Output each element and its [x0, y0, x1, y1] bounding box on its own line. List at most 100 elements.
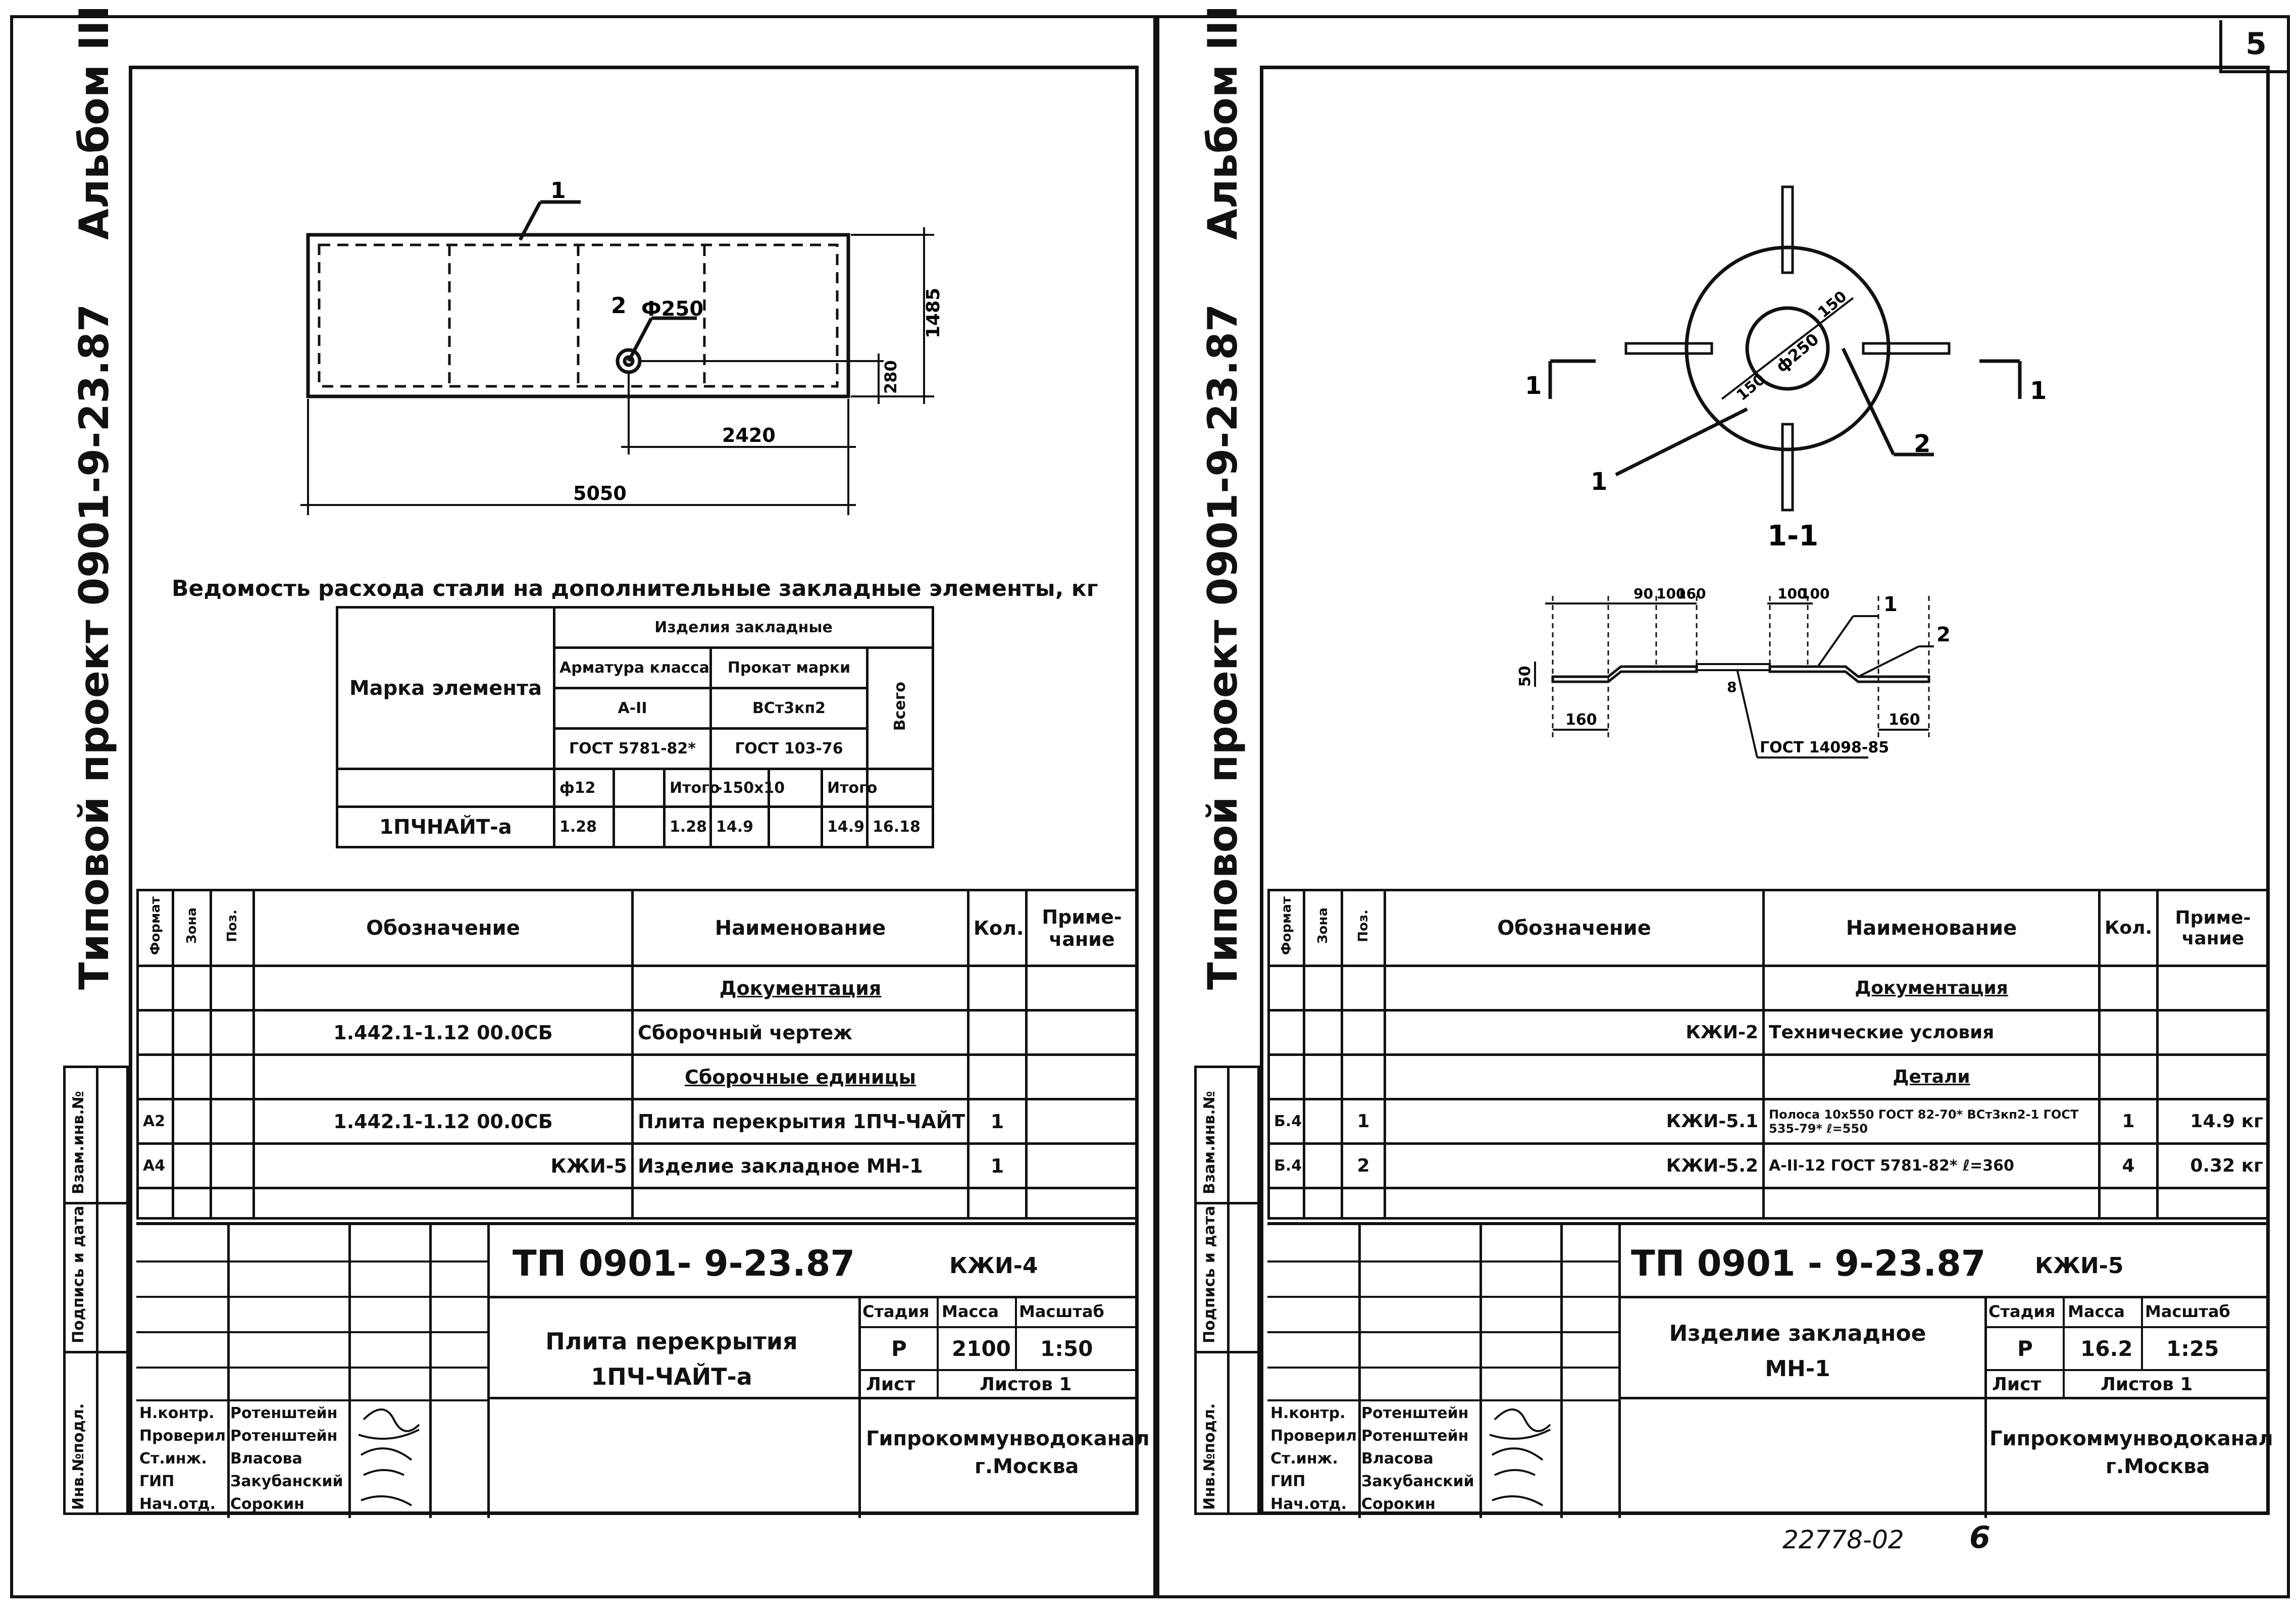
spec-qty: 1: [967, 1098, 1028, 1145]
left-scale-h: Масштаб: [1019, 1302, 1104, 1321]
spec-name: Технические условия: [1762, 1009, 2101, 1056]
left-stamp-title: Плита перекрытия 1ПЧ-ЧАЙТ-а: [545, 1328, 798, 1390]
spec-designation: [1384, 965, 1765, 1012]
spec-designation: 1.442.1-1.12 00.0СБ: [252, 1098, 634, 1145]
spec-note: [2156, 1053, 2270, 1100]
spec-pos: [1341, 965, 1386, 1012]
left-signatures: [358, 1408, 420, 1506]
left-side-label-1: Инв.№подл.: [70, 1403, 87, 1510]
right-org: Гипрокоммунводоканал: [1989, 1427, 2273, 1450]
right-section-pos-2: 2: [1936, 623, 1951, 646]
right-detail-drawing: ф250 150 150 1 1 1 2 1-1 90 100 160 100 …: [1516, 185, 2047, 759]
right-dim-50: 50: [1516, 666, 1534, 687]
role-name: Сорокин: [1361, 1495, 1436, 1513]
rebar-a2: А-II: [553, 687, 712, 730]
left-album-label: Альбом III: [71, 5, 118, 240]
left-side-strip: Взам.инв.№ Подпись и дата Инв.№подл.: [63, 1066, 129, 1515]
right-sheet: [1156, 15, 2290, 1598]
spec-pos: [210, 1009, 255, 1056]
gost-rebar: ГОСТ 5781-82*: [553, 727, 712, 770]
h-note: Приме-чание: [2156, 889, 2270, 967]
left-lists: Листов 1: [980, 1374, 1072, 1395]
left-project-label: Типовой проект 0901-9-23.87: [71, 304, 118, 990]
left-pos-2: 2: [611, 293, 627, 319]
spec-qty: [2098, 1009, 2159, 1056]
spec-name: Сборочный чертеж: [631, 1009, 970, 1056]
mark-header: Марка элемента: [336, 606, 555, 770]
spec-name: Сборочные единицы: [631, 1053, 970, 1100]
right-cut-left: 1: [1525, 372, 1542, 400]
left-dim-5050: 5050: [573, 482, 627, 504]
right-dim-150a: 150: [1733, 371, 1769, 405]
left-sheet: [10, 15, 1156, 1598]
right-pos-2: 2: [1914, 430, 1930, 458]
spec-name: Документация: [1762, 965, 2101, 1012]
right-dim-150b: 150: [1815, 288, 1850, 322]
spec-note: 14.9 кг: [2156, 1098, 2270, 1145]
spec-name: Плита перекрытия 1ПЧ-ЧАЙТ: [631, 1098, 970, 1145]
spec-name: Полоса 10х550 ГОСТ 82-70* ВСт3кп2-1 ГОСТ…: [1762, 1098, 2101, 1145]
right-side-label-2: Подпись и дата: [1201, 1205, 1218, 1343]
spec-pos: [1341, 1009, 1386, 1056]
left-plan-drawing: 1 2 Ф250 1485 280 2420 5050: [300, 178, 944, 515]
right-side-label-1: Инв.№подл.: [1201, 1403, 1218, 1510]
role-name: Сорокин: [230, 1495, 304, 1513]
spec-name: Детали: [1762, 1053, 2101, 1100]
h-qty: Кол.: [967, 889, 1028, 967]
spec-qty: [967, 1009, 1028, 1056]
left-city: г.Москва: [975, 1455, 1079, 1478]
role-label: Ст.инж.: [1270, 1450, 1338, 1468]
h-note: Приме-чание: [1025, 889, 1139, 967]
h-pos: Поз.: [1341, 889, 1386, 967]
spec-format: [1267, 1009, 1305, 1056]
col-itogo-2: Итого: [821, 768, 877, 808]
spec-note: [1025, 1009, 1139, 1056]
right-frame: [1260, 66, 2270, 1515]
role-name: Ротенштейн: [230, 1404, 338, 1422]
spec-note: [2156, 965, 2270, 1012]
spec-designation: КЖИ-5.2: [1384, 1142, 1765, 1189]
col-itogo-1: Итого: [663, 768, 720, 808]
left-stage-h: Стадия: [862, 1302, 930, 1321]
page-number-box: 5: [2219, 20, 2290, 73]
right-stamp-code: ТП 0901 - 9-23.87: [1631, 1243, 1986, 1284]
spec-format: [136, 965, 174, 1012]
spec-format: Б.4: [1267, 1098, 1305, 1145]
spec-pos: [1341, 1053, 1386, 1100]
h-qty: Кол.: [2098, 889, 2159, 967]
role-name: Власова: [1361, 1450, 1434, 1468]
right-sheet-code: КЖИ-5: [2035, 1253, 2124, 1279]
role-name: Власова: [230, 1450, 302, 1468]
spec-designation: КЖИ-5.1: [1384, 1098, 1765, 1145]
spec-qty: [2098, 965, 2159, 1012]
spec-qty: [967, 965, 1028, 1012]
spec-format: Б.4: [1267, 1142, 1305, 1189]
right-dim-160b: 160: [1565, 711, 1597, 729]
rolled-vst: ВСт3кп2: [709, 687, 869, 730]
right-dim-90: 90: [1634, 585, 1653, 602]
rebar-class-header: Арматура класса: [553, 646, 712, 689]
val-phi12: 1.28: [553, 805, 615, 848]
h-name: Наименование: [1762, 889, 2101, 967]
left-sheet-code: КЖИ-4: [949, 1253, 1038, 1279]
gost-rolled: ГОСТ 103-76: [709, 727, 869, 770]
embedded-group-header: Изделия закладные: [552, 606, 935, 649]
spec-format: [1267, 1053, 1305, 1100]
role-label: Н.контр.: [1270, 1404, 1346, 1422]
right-pos-1: 1: [1591, 468, 1607, 496]
col-strip: -150х10: [709, 768, 785, 808]
right-project-label: Типовой проект 0901-9-23.87: [1199, 304, 1246, 990]
spec-qty: 4: [2098, 1142, 2159, 1189]
col-phi12: ф12: [553, 768, 615, 808]
role-name: Ротенштейн: [1361, 1404, 1469, 1422]
spec-format: А4: [136, 1142, 174, 1189]
spec-designation: [1384, 1053, 1765, 1100]
page-number: 5: [2246, 26, 2267, 62]
val-total: 16.18: [865, 805, 935, 848]
h-name: Наименование: [631, 889, 970, 967]
right-dim-100b: 100: [1777, 585, 1807, 602]
spec-note: [1025, 1142, 1139, 1189]
role-label: Нач.отд.: [1270, 1495, 1347, 1513]
